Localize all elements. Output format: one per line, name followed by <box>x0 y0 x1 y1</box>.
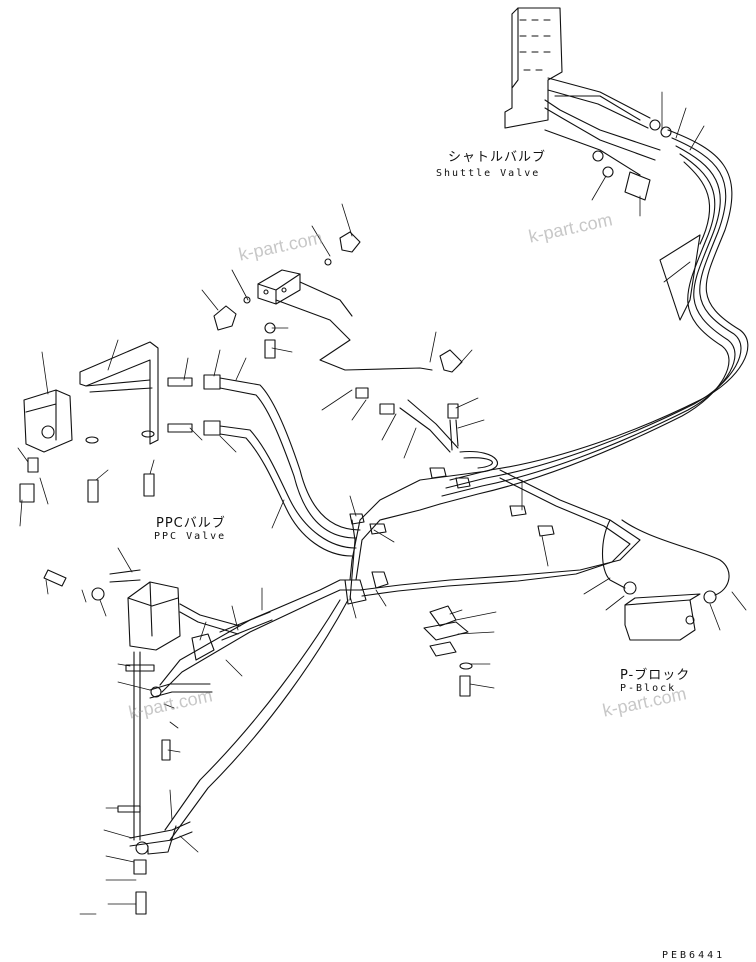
clamp-assembly <box>424 606 472 696</box>
p-block-label-jp: P-ブロック <box>620 668 691 683</box>
ppc-valve-label-en: PPC Valve <box>154 531 227 542</box>
shuttle-valve-label-jp: シャトルバルブ <box>448 150 547 165</box>
ppc-valve-assembly <box>44 570 272 914</box>
left-valve-bracket <box>20 342 158 502</box>
ppc-valve-label-jp: PPCバルブ <box>156 516 226 531</box>
hose-bundle-center <box>160 452 640 840</box>
hose-bundle-right <box>440 130 748 504</box>
junction-block <box>214 232 432 370</box>
leader-lines <box>18 92 746 914</box>
shuttle-valve-label-en: Shuttle Valve <box>436 168 541 179</box>
hoses-left <box>168 350 462 556</box>
drawing-code: PEB6441 <box>662 950 726 961</box>
shuttle-valve-body <box>505 8 671 200</box>
p-block-label-en: P-Block <box>620 683 677 694</box>
p-block-assembly <box>603 520 730 640</box>
